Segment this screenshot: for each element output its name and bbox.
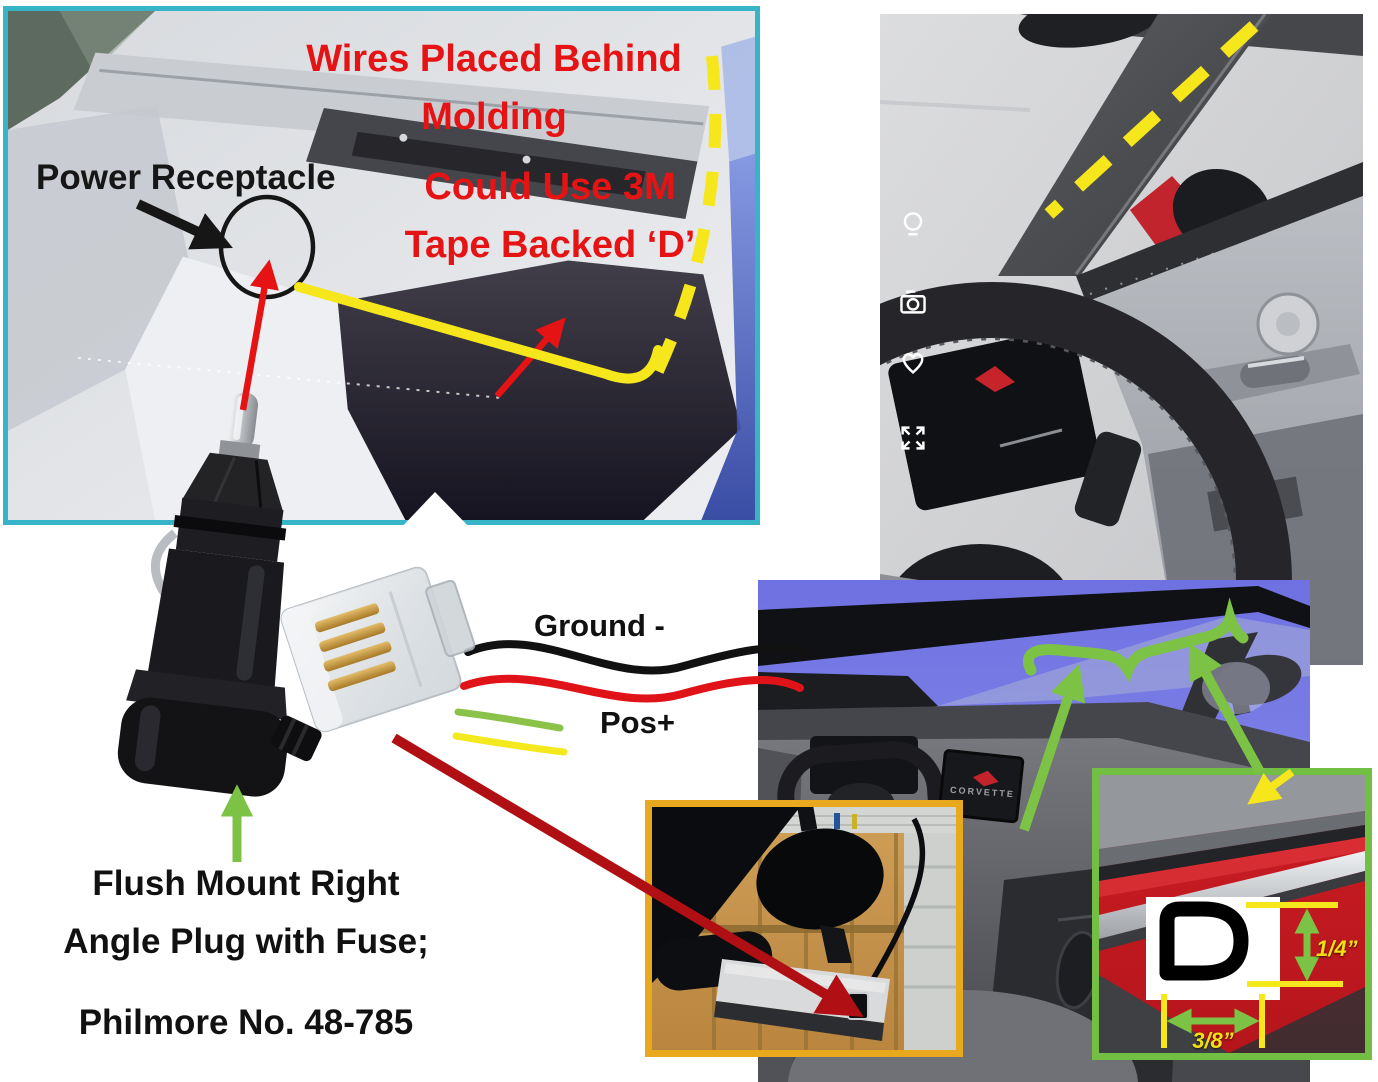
- fullscreen-icon[interactable]: [898, 423, 928, 453]
- red-note-line4: Tape Backed ‘D’: [404, 224, 696, 266]
- photo-mirror-mount: [645, 800, 963, 1057]
- ground-wire-label: Ground -: [534, 608, 665, 643]
- red-note-tape: Could Use 3M Tape Backed ‘D’: [370, 158, 730, 274]
- rj11-connector-photo: [280, 566, 476, 733]
- camera-icon[interactable]: [898, 287, 928, 317]
- red-note-line3: Could Use 3M: [424, 166, 676, 208]
- molding-diagram-box: [1146, 897, 1280, 1000]
- positive-wire: [460, 674, 804, 703]
- photo-corvette-apillar: [880, 14, 1363, 665]
- plug-caption-line3: Philmore No. 48-785: [78, 1003, 414, 1042]
- photo-molding-detail: [1092, 768, 1372, 1060]
- red-note-line1: Wires Placed Behind: [306, 38, 682, 80]
- yellow-wire: [452, 732, 568, 756]
- plug-caption-line1: Flush Mount Right: [92, 864, 400, 903]
- corvette-apillar-art: [880, 14, 1363, 665]
- red-note-line2: Molding: [421, 96, 567, 138]
- green-wire: [454, 708, 564, 732]
- power-receptacle-label: Power Receptacle: [36, 158, 336, 197]
- heart-icon[interactable]: [898, 347, 928, 377]
- plug-side-nub: [271, 715, 322, 762]
- plug-caption-line2: Angle Plug with Fuse;: [63, 922, 429, 961]
- molding-height-label: 1/4”: [1316, 936, 1358, 961]
- lightbulb-icon[interactable]: [898, 210, 928, 240]
- positive-wire-label: Pos+: [600, 705, 675, 740]
- molding-width-label: 3/8”: [1192, 1028, 1234, 1053]
- mirror-mount-art: [652, 807, 956, 1050]
- red-note-wires: Wires Placed Behind Molding: [254, 30, 734, 146]
